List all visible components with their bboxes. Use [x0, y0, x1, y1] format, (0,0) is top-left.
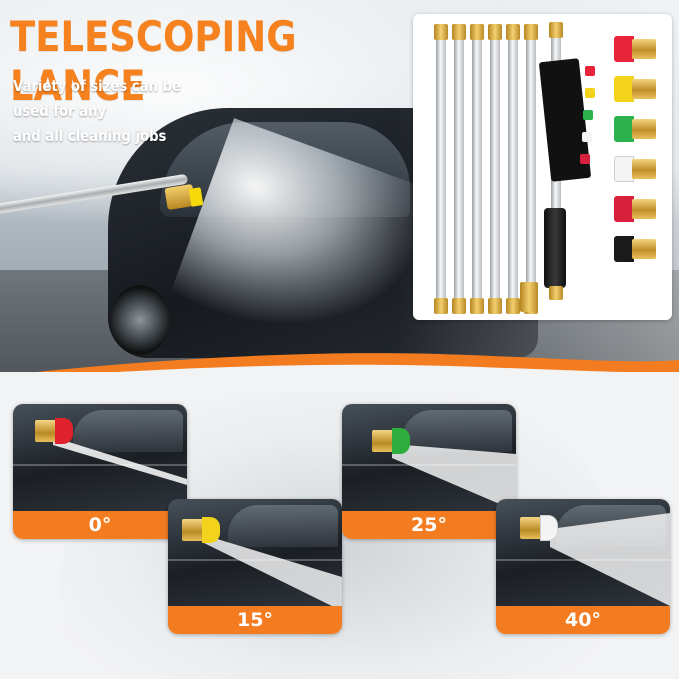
water-jet: [550, 513, 670, 606]
wand-top-fitting: [434, 24, 448, 40]
nozzle-tip: [614, 76, 656, 102]
water-jet: [204, 535, 342, 611]
angle-label-bar: [13, 511, 187, 539]
nozzle-cap-yellow: [202, 517, 220, 543]
wand-top-fitting: [506, 24, 520, 40]
nozzle-cap-green: [392, 428, 410, 454]
nozzle-tip-cap: [614, 156, 634, 182]
nozzle-tip-brass: [632, 119, 656, 139]
nozzle-tip-brass: [632, 159, 656, 179]
nozzle-tip-brass: [632, 39, 656, 59]
photo-panel-line: [13, 464, 187, 466]
nozzle-tip: [614, 156, 656, 182]
wand-bottom-fitting: [488, 298, 502, 314]
nozzle-red: [35, 418, 75, 444]
subtitle-line: and all cleaning jobs: [13, 127, 167, 145]
nozzle-tip: [614, 116, 656, 142]
nozzle-tip: [614, 196, 656, 222]
wand-top-fitting: [524, 24, 538, 40]
coupler-fitting: [520, 282, 538, 312]
nozzle-tip-cap: [614, 196, 634, 222]
nozzle-tip-cap: [614, 236, 634, 262]
handle-grip: [544, 208, 566, 288]
page-subtitle: Variety of sizes can be used for any and…: [13, 74, 198, 149]
angle-label: 25°: [411, 514, 447, 536]
angle-card-0: 0°: [13, 404, 187, 539]
extension-wand: [436, 38, 446, 300]
nozzle-green: [372, 428, 412, 454]
photo-window: [228, 505, 338, 547]
extension-wand: [508, 38, 518, 300]
wand-bottom-fitting: [434, 298, 448, 314]
quick-connect-plug: [549, 286, 563, 300]
photo-window: [73, 410, 183, 452]
wand-bottom-fitting: [470, 298, 484, 314]
nozzle-tip: [614, 36, 656, 62]
nozzle-brass: [182, 519, 204, 541]
water-jet: [392, 444, 516, 511]
wand-bottom-fitting: [506, 298, 520, 314]
nozzle-tip-cap: [614, 36, 634, 62]
angle-label-bar: [496, 606, 670, 634]
lance-tip-cap: [188, 187, 204, 207]
page-title: TELESCOPING LANCE: [10, 12, 297, 110]
rotary-tab-red: [585, 66, 595, 76]
nozzle-cap-white: [540, 515, 558, 541]
nozzle-tip-cap: [614, 116, 634, 142]
extension-wand: [454, 38, 464, 300]
angle-label: 15°: [237, 609, 273, 631]
extension-wand: [472, 38, 482, 300]
wand-top-fitting: [470, 24, 484, 40]
nozzle-tip-brass: [632, 199, 656, 219]
subtitle-line: Variety of sizes can be used for any: [13, 77, 181, 120]
nozzle-tip-brass: [632, 79, 656, 99]
nozzle-white: [520, 515, 560, 541]
nozzle-brass: [35, 420, 57, 442]
nozzle-tip-brass: [632, 239, 656, 259]
angle-card-15: 15°: [168, 499, 342, 634]
nozzle-brass: [520, 517, 542, 539]
angle-card-25: 25°: [342, 404, 516, 539]
angle-label: 40°: [565, 609, 601, 631]
angle-card-40: 40°: [496, 499, 670, 634]
angle-label: 0°: [88, 514, 112, 536]
rotary-tab-white: [582, 132, 592, 142]
angle-label-bar: [168, 606, 342, 634]
extension-wand: [490, 38, 500, 300]
extension-wand: [526, 38, 536, 300]
nozzle-tip: [614, 236, 656, 262]
photo-window: [402, 410, 512, 452]
wand-top-fitting: [452, 24, 466, 40]
handle-rod-cap: [549, 22, 563, 38]
water-jet: [53, 437, 187, 485]
wand-top-fitting: [488, 24, 502, 40]
nozzle-tip-cap: [614, 76, 634, 102]
nozzle-cap-red: [55, 418, 73, 444]
rotary-tab-red-2: [580, 154, 590, 164]
nozzle-brass: [372, 430, 394, 452]
rotary-tab-green: [583, 110, 593, 120]
angle-label-bar: [342, 511, 516, 539]
rotary-tab-yellow: [585, 88, 595, 98]
nozzle-yellow: [182, 517, 222, 543]
car-wheel: [110, 285, 170, 355]
wand-bottom-fitting: [452, 298, 466, 314]
